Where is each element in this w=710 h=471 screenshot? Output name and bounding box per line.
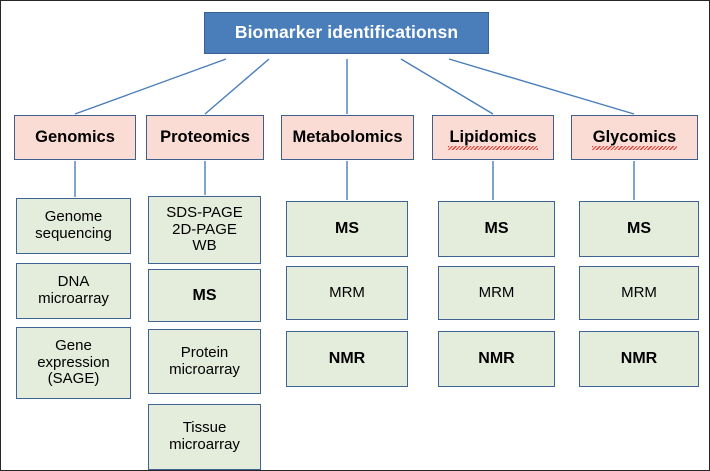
leaf-node-line: NMR xyxy=(620,350,658,368)
leaf-node-line: microarray xyxy=(169,360,240,378)
header-node-label: Lipidomics xyxy=(448,127,538,151)
leaf-node-metabolomics-ms[interactable]: MS xyxy=(286,201,408,257)
leaf-node-lipidomics-mrm[interactable]: MRM xyxy=(438,266,555,320)
leaf-node-label: MS xyxy=(485,220,509,238)
leaf-node-line: MS xyxy=(484,220,509,238)
leaf-node-label: MS xyxy=(627,220,651,238)
leaf-node-label: MRM xyxy=(329,283,365,302)
leaf-node-metabolomics-nmr[interactable]: NMR xyxy=(286,331,408,387)
leaf-node-glycomics-nmr[interactable]: NMR xyxy=(579,331,699,387)
leaf-node-glycomics-ms[interactable]: MS xyxy=(579,201,699,257)
leaf-node-line: Tissue xyxy=(182,419,227,437)
leaf-node-label: NMR xyxy=(621,350,657,368)
leaf-node-line: MRM xyxy=(478,283,515,301)
root-connector-4 xyxy=(400,58,494,115)
leaf-node-label: MS xyxy=(193,287,217,305)
leaf-node-line: Gene xyxy=(55,336,92,354)
leaf-node-glycomics-mrm[interactable]: MRM xyxy=(579,266,699,320)
header-node-label: Glycomics xyxy=(591,127,678,151)
leaf-node-line: (SAGE) xyxy=(47,370,100,388)
root-connector-5 xyxy=(448,58,635,115)
header-node-label: Proteomics xyxy=(160,128,250,147)
leaf-node-line: NMR xyxy=(478,350,515,368)
root-connector-2 xyxy=(204,58,270,115)
leaf-node-label: NMR xyxy=(329,350,365,368)
leaf-node-metabolomics-mrm[interactable]: MRM xyxy=(286,266,408,320)
header-node-proteomics[interactable]: Proteomics xyxy=(146,115,264,160)
header-node-genomics[interactable]: Genomics xyxy=(14,115,136,160)
leaf-node-line: sequencing xyxy=(35,225,112,242)
root-connector-1 xyxy=(74,58,227,115)
leaf-node-label: MRM xyxy=(621,283,657,302)
header-node-label: Metabolomics xyxy=(292,128,403,147)
leaf-node-line: NMR xyxy=(328,350,366,368)
leaf-node-line: MS xyxy=(335,220,359,238)
leaf-node-line: DNA xyxy=(57,273,90,291)
leaf-node-line: 2D-PAGE xyxy=(172,220,237,238)
leaf-node-line: MRM xyxy=(329,283,365,301)
header-node-glycomics[interactable]: Glycomics xyxy=(571,115,698,160)
leaf-node-line: microarray xyxy=(38,290,109,307)
header-node-label: Genomics xyxy=(35,128,115,147)
leaf-node-lipidomics-ms[interactable]: MS xyxy=(438,201,555,257)
leaf-node-line: MRM xyxy=(621,283,657,301)
leaf-node-label: MS xyxy=(335,220,359,238)
leaf-node-line: expression xyxy=(37,353,110,371)
root-node-biomarker-identification[interactable]: Biomarker identificationsn xyxy=(204,12,489,54)
leaf-node-line: Genome xyxy=(44,208,103,226)
leaf-node-lipidomics-nmr[interactable]: NMR xyxy=(438,331,555,387)
leaf-node-line: MS xyxy=(627,220,651,238)
leaf-node-line: WB xyxy=(192,237,217,255)
leaf-node-label: MRM xyxy=(478,283,515,302)
leaf-node-line: Protein xyxy=(180,343,229,361)
leaf-node-label: NMR xyxy=(478,350,514,368)
leaf-node-proteomics-ms[interactable]: MS xyxy=(148,269,261,322)
leaf-node-line: MS xyxy=(192,286,217,304)
header-node-lipidomics[interactable]: Lipidomics xyxy=(432,115,554,160)
header-node-metabolomics[interactable]: Metabolomics xyxy=(281,115,414,160)
leaf-node-line: SDS-PAGE xyxy=(166,203,243,221)
leaf-node-line: microarray xyxy=(169,436,240,453)
